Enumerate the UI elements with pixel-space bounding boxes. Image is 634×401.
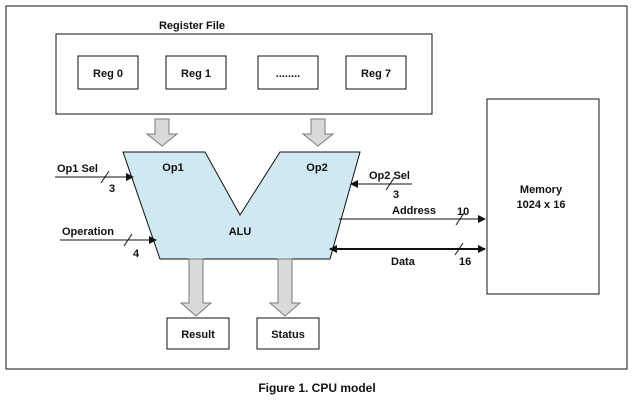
op1-sel-width-tick (100, 170, 110, 184)
register-box-0 (77, 55, 139, 90)
alu-label: ALU (229, 226, 252, 238)
register-box-7 (345, 55, 407, 90)
memory-title: Memory (520, 184, 563, 196)
address-width-tick (455, 212, 465, 226)
op1-bus-arrow (145, 118, 179, 147)
register-box-1 (165, 55, 227, 90)
op2-bus-arrow (301, 118, 335, 147)
result-arrow (179, 258, 213, 317)
alu-op2-label: Op2 (306, 162, 327, 174)
address-label: Address (392, 205, 436, 217)
address-width: 10 (457, 206, 469, 218)
op1-sel-label: Op1 Sel (57, 163, 98, 175)
status-arrow (268, 258, 302, 317)
data-label: Data (391, 256, 416, 268)
alu-op1-label: Op1 (162, 162, 183, 174)
op2-sel-width-tick (385, 177, 395, 191)
operation-label: Operation (62, 226, 114, 238)
register-label-1: Reg 1 (181, 68, 211, 80)
operation-width-tick (123, 233, 133, 247)
figure-caption: Figure 1. CPU model (258, 381, 375, 395)
status-box (256, 317, 320, 350)
register-box-ellipsis (257, 55, 319, 90)
op1-sel-width: 3 (109, 183, 115, 195)
alu-shape (122, 151, 361, 260)
op2-sel-label: Op2 Sel (369, 170, 410, 182)
result-box (166, 317, 230, 350)
data-width-tick (454, 242, 464, 256)
register-file-title: Register File (159, 20, 225, 32)
data-width: 16 (459, 256, 471, 268)
memory-size: 1024 x 16 (517, 199, 566, 211)
status-label: Status (271, 329, 305, 341)
op2-sel-width: 3 (393, 189, 399, 201)
memory-block (486, 98, 600, 295)
register-label-0: Reg 0 (93, 68, 123, 80)
register-label-ellipsis: ........ (276, 68, 300, 80)
result-label: Result (181, 329, 215, 341)
operation-width: 4 (133, 248, 140, 260)
register-label-7: Reg 7 (361, 68, 391, 80)
